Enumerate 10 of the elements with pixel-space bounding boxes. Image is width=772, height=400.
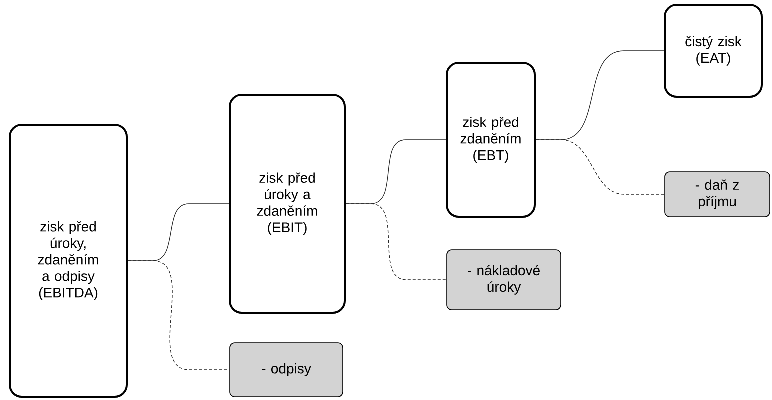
- connector-line: [536, 140, 665, 195]
- connector-line: [128, 260, 230, 370]
- deduction-box: - nákladové úroky: [446, 250, 562, 310]
- result-box: čistý zisk (EAT): [664, 4, 763, 98]
- result-box: zisk před úroky a zdaněním (EBIT): [229, 94, 346, 314]
- connector-line: [346, 204, 447, 280]
- result-box: zisk před úroky, zdaněním a odpisy (EBITDA): [9, 124, 128, 398]
- deduction-box: - odpisy: [230, 342, 344, 398]
- deduction-box: - daň z příjmu: [664, 172, 770, 218]
- result-box: zisk před zdaněním (EBT): [446, 62, 536, 218]
